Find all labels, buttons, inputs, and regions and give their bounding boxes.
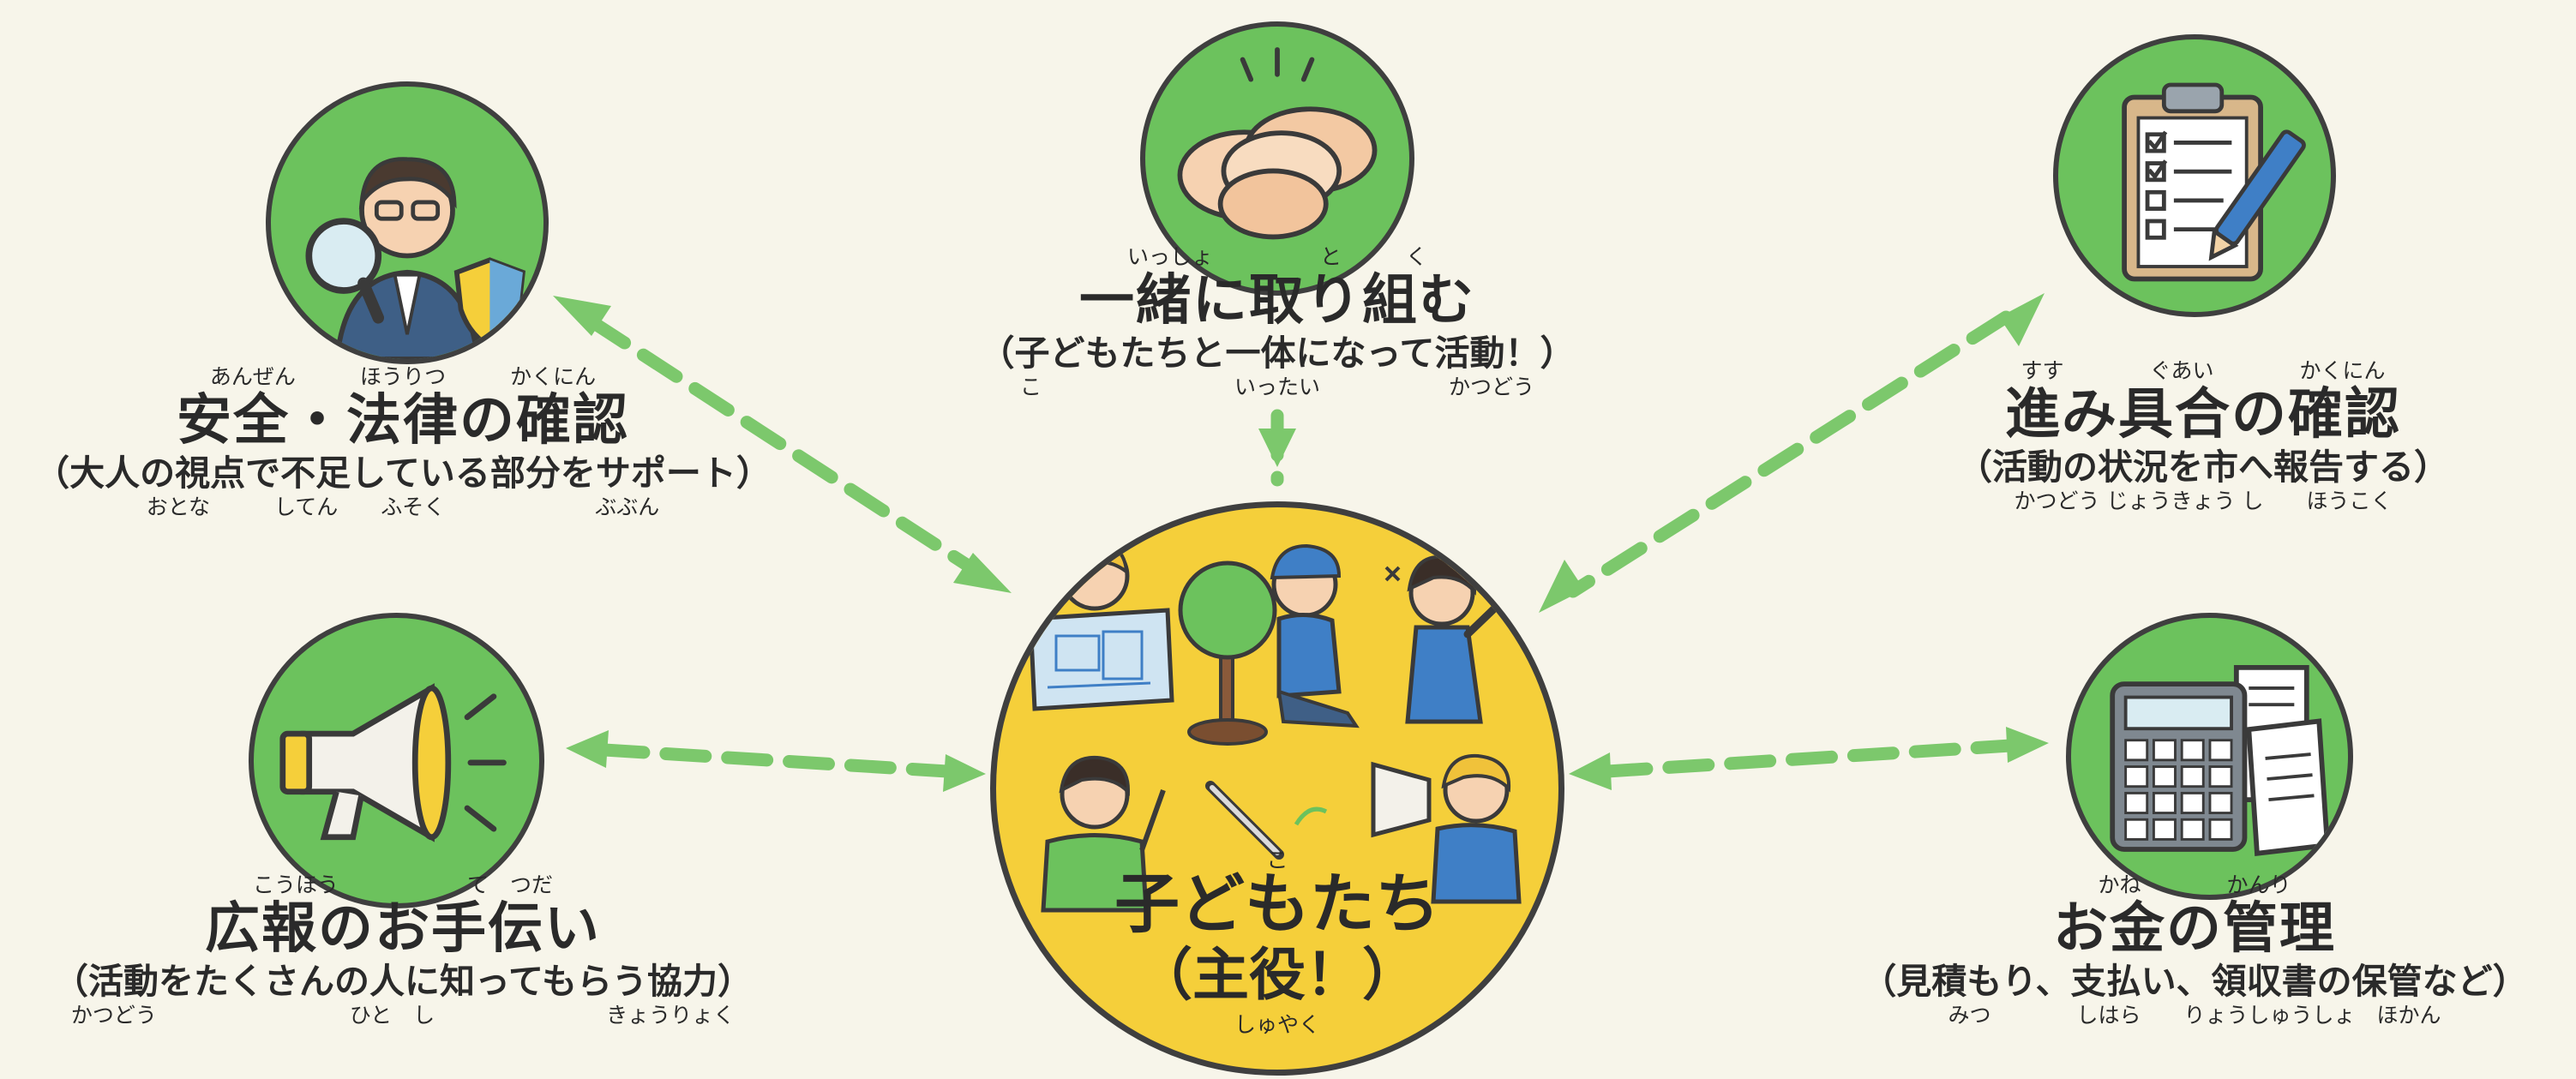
safety-ruby-top: あんぜん ほうりつ かくにん: [209, 364, 597, 389]
progress-ruby-top: すす ぐあい かくにん: [2021, 358, 2386, 383]
arrow-money: [1600, 739, 2017, 778]
calculator-receipts-icon: [2110, 664, 2330, 857]
center-title: 子どもたち: [1114, 866, 1440, 942]
safety-label: あんぜん ほうりつ かくにん 安全・法律の確認 （大人の視点で不足している部分を…: [0, 364, 806, 520]
pr-subtitle: （活動をたくさんの人に知ってもらう協力）: [53, 961, 753, 1002]
arrow-progress: [1566, 310, 2013, 598]
inspector-icon: [305, 157, 526, 359]
together-ruby-top: いっしょ と く: [1126, 244, 1427, 269]
child-cheering-figure: [1384, 554, 1515, 724]
money-badge: [2066, 613, 2353, 900]
safety-badge: [266, 81, 549, 364]
together-subtitle: （子どもたちと一体になって活動！）: [979, 333, 1576, 374]
arrow-safety: [585, 315, 1001, 590]
pr-ruby-top: こうほう て つだ: [252, 872, 553, 897]
together-ruby-bottom: こ いったい かつどう: [1019, 375, 1534, 399]
megaphone-icon: [279, 683, 507, 842]
clipboard-checklist-icon: [2122, 82, 2306, 282]
pr-label: こうほう て つだ 広報のお手伝い （活動をたくさんの人に知ってもらう協力） か…: [0, 872, 806, 1028]
center-ruby-bottom: しゅやく: [1234, 1012, 1320, 1037]
child-painting-figure: [1041, 755, 1166, 913]
children-activities-illustration: [1028, 539, 1522, 913]
money-ruby-bottom: みつ しはら りょうしゅうしょ ほかん: [1948, 1003, 2441, 1028]
paint-brush-figure: [1205, 781, 1328, 860]
safety-ruby-bottom: おとな してん ふそく ぶぶん: [146, 495, 660, 519]
pr-title: 広報のお手伝い: [205, 897, 601, 961]
pr-badge: [249, 613, 544, 908]
progress-ruby-bottom: かつどう じょうきょう し ほうこく: [2014, 489, 2393, 513]
progress-label: すす ぐあい かくにん 進み具合の確認 （活動の状況を市へ報告する） かつどう …: [1852, 358, 2555, 514]
center-subtitle: （主役！）: [1136, 942, 1419, 1008]
tree-figure: [1178, 560, 1277, 746]
together-badge: [1140, 21, 1414, 296]
together-title: 一緒に取り組む: [1079, 269, 1475, 333]
center-ruby-top: こ: [1266, 848, 1288, 872]
pr-ruby-bottom: かつどう ひと し きょうりょく: [70, 1003, 736, 1028]
progress-title: 進み具合の確認: [2005, 383, 2401, 447]
progress-subtitle: （活動の状況を市へ報告する）: [1957, 447, 2449, 488]
hands-together-icon: [1177, 47, 1378, 240]
child-planting-figure: [1270, 543, 1360, 728]
progress-badge: [2053, 34, 2336, 317]
together-label: いっしょ と く 一緒に取り組む （子どもたちと一体になって活動！） こ いった…: [926, 244, 1629, 400]
child-with-map-figure: [1028, 539, 1174, 711]
arrow-pr: [597, 743, 954, 778]
money-label: かね かんり お金の管理 （見積もり、支払い、領収書の保管など） みつ しはら …: [1817, 872, 2572, 1028]
money-ruby-top: かね かんり: [2098, 872, 2291, 897]
money-title: お金の管理: [2053, 897, 2336, 961]
safety-title: 安全・法律の確認: [177, 389, 629, 453]
arrow-heads: [553, 293, 2049, 792]
child-megaphone-figure: [1371, 753, 1522, 904]
children-center-circle: こ 子どもたち （主役！） しゅやく: [990, 501, 1564, 1076]
money-subtitle: （見積もり、支払い、領収書の保管など）: [1861, 961, 2528, 1002]
safety-subtitle: （大人の視点で不足している部分をサポート）: [34, 453, 772, 494]
